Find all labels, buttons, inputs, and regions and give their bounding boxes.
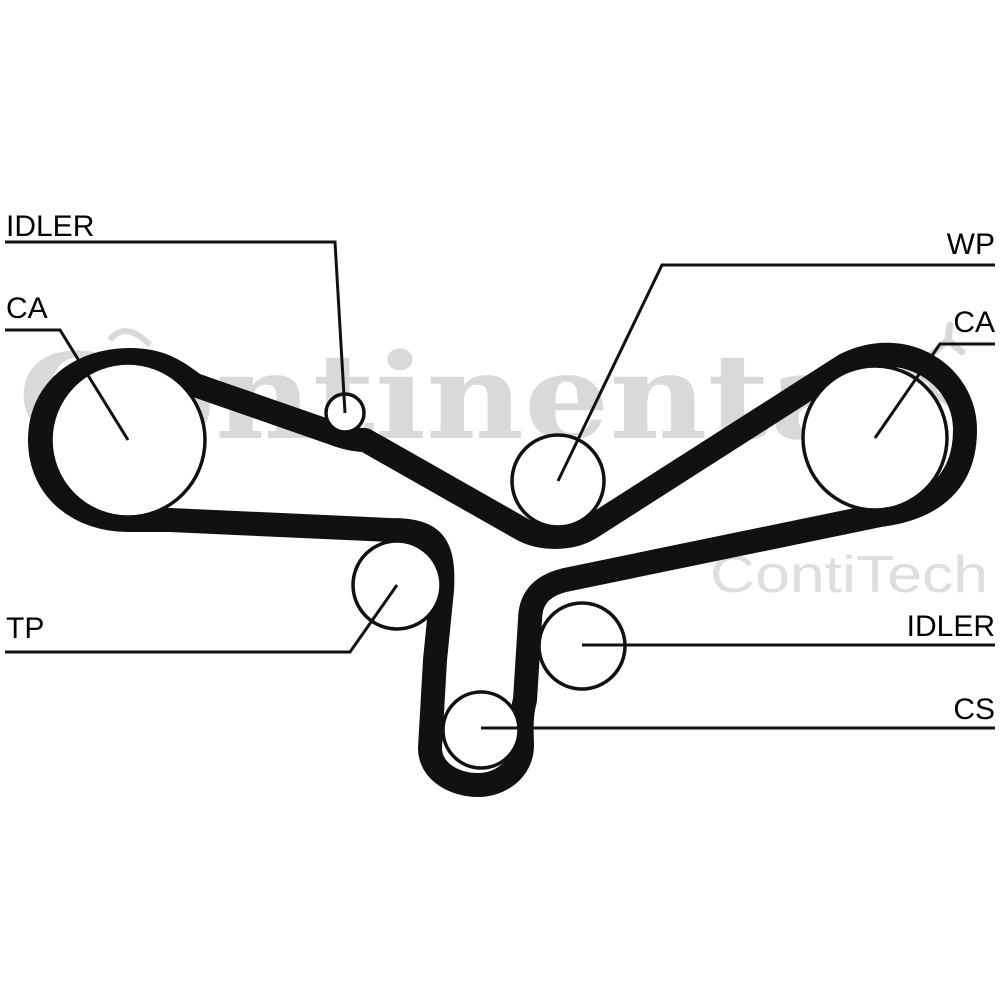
label-ca-right: CA [953, 306, 995, 339]
label-ca-left: CA [6, 292, 48, 325]
leader-ca-right [873, 342, 995, 439]
logo-swoosh-icon [107, 328, 153, 348]
leader-tp [5, 584, 399, 654]
crankshaft-pulley [441, 690, 521, 770]
division-watermark-text: ContiTech [710, 546, 988, 604]
label-idler-right: IDLER [907, 610, 995, 643]
label-idler-top: IDLER [6, 210, 94, 243]
label-cs: CS [953, 693, 995, 726]
leader-ca-left [5, 328, 130, 441]
label-wp: WP [947, 228, 995, 261]
leader-idler-top [5, 240, 347, 414]
label-tp: TP [6, 612, 44, 645]
leader-wp [556, 263, 995, 482]
